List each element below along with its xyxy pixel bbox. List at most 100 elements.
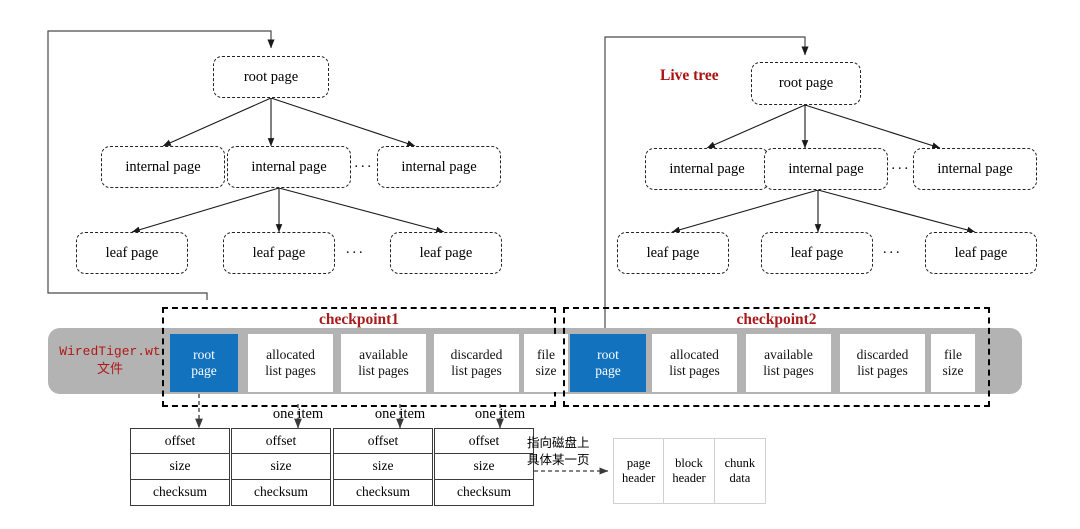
checkpoint1-segment-available-list-pages[interactable]: available list pages xyxy=(341,334,426,392)
item-row-checksum: checksum xyxy=(457,484,511,500)
ellipsis-glyph: ··· xyxy=(345,244,365,261)
segment-line2: list pages xyxy=(358,363,409,378)
item-row-checksum: checksum xyxy=(254,484,308,500)
ellipsis-glyph: ··· xyxy=(882,244,902,261)
node-label: leaf page xyxy=(790,244,844,261)
disk-pointer-note: 指向磁盘上 具体某一页 xyxy=(527,435,590,469)
checkpoint1-segment-root-page[interactable]: root page xyxy=(170,334,238,392)
item-row-offset: offset xyxy=(435,429,533,455)
checkpoint2-title-text: checkpoint2 xyxy=(736,311,817,328)
segment-line2: page xyxy=(191,363,217,378)
item-table-3[interactable]: offset size checksum xyxy=(333,428,433,506)
left-tree-internal-ellipsis: ··· xyxy=(351,146,376,188)
node-label: internal page xyxy=(251,158,327,175)
live-tree-leaf-page-2[interactable]: leaf page xyxy=(761,232,873,274)
live-tree-title: Live tree xyxy=(660,67,719,85)
live-tree-internal-page-2[interactable]: internal page xyxy=(764,148,888,190)
segment-line1: available xyxy=(359,347,408,363)
disk-block-header-cell: block header xyxy=(664,439,715,503)
disk-page-header-cell: page header xyxy=(614,439,665,503)
live-tree-internal-page-1[interactable]: internal page xyxy=(645,148,769,190)
segment-line2: list pages xyxy=(669,363,720,378)
file-suffix-text: 文件 xyxy=(96,362,123,377)
item-row-size: size xyxy=(334,454,432,480)
live-tree-leaf-page-1[interactable]: leaf page xyxy=(617,232,729,274)
node-label: internal page xyxy=(669,160,745,177)
item-table-4[interactable]: offset size checksum xyxy=(434,428,534,506)
left-tree-internal-to-leaf-edges xyxy=(131,187,445,234)
checkpoint2-segment-allocated-list-pages[interactable]: allocated list pages xyxy=(652,334,737,392)
left-tree-leaf-page-2[interactable]: leaf page xyxy=(223,232,335,274)
live-tree-internal-ellipsis: ··· xyxy=(888,148,913,190)
segment-line1: allocated xyxy=(266,347,315,363)
right-tree-root-to-internal-edges xyxy=(706,104,941,149)
node-label: internal page xyxy=(125,158,201,175)
one-item-text: one item xyxy=(374,406,426,422)
checkpoint1-title: checkpoint1 xyxy=(162,311,556,329)
cell-line1: page xyxy=(626,456,651,470)
disk-note-line1: 指向磁盘上 xyxy=(527,435,590,450)
item-row-offset: offset xyxy=(334,429,432,455)
node-label: root page xyxy=(778,75,834,92)
one-item-label-3: one item xyxy=(450,406,550,423)
node-label: leaf page xyxy=(419,244,473,261)
checkpoint2-box[interactable] xyxy=(563,307,990,407)
item-row-size: size xyxy=(131,454,229,480)
item-row-offset: offset xyxy=(232,429,330,455)
left-tree-internal-page-3[interactable]: internal page xyxy=(377,146,501,188)
node-label: leaf page xyxy=(646,244,700,261)
checkpoint1-segment-allocated-list-pages[interactable]: allocated list pages xyxy=(248,334,333,392)
one-item-text: one item xyxy=(272,406,324,422)
item-row-size: size xyxy=(435,454,533,480)
live-tree-root-page[interactable]: root page xyxy=(751,62,861,105)
checkpoint1-segment-discarded-list-pages[interactable]: discarded list pages xyxy=(434,334,519,392)
one-item-label-2: one item xyxy=(350,406,450,423)
checkpoint2-segment-file-size[interactable]: file size xyxy=(931,334,975,392)
disk-page-layout[interactable]: page header block header chunk data xyxy=(613,438,766,504)
node-label: internal page xyxy=(788,160,864,177)
segment-line2: list pages xyxy=(763,363,814,378)
segment-line1: allocated xyxy=(670,347,719,363)
live-tree-title-text: Live tree xyxy=(660,67,719,84)
left-tree-leaf-page-3[interactable]: leaf page xyxy=(390,232,502,274)
cell-line2: data xyxy=(729,471,751,485)
one-item-label-1: one item xyxy=(248,406,348,423)
segment-line1: root xyxy=(193,347,215,363)
ellipsis-glyph: ··· xyxy=(353,158,374,175)
left-tree-leaf-page-1[interactable]: leaf page xyxy=(76,232,188,274)
right-tree-internal-to-leaf-edges xyxy=(671,189,976,234)
left-tree-internal-page-1[interactable]: internal page xyxy=(101,146,225,188)
left-tree-internal-page-2[interactable]: internal page xyxy=(227,146,351,188)
node-label: leaf page xyxy=(252,244,306,261)
item-table-2[interactable]: offset size checksum xyxy=(231,428,331,506)
item-row-size: size xyxy=(232,454,330,480)
checkpoint1-segment-file-size[interactable]: file size xyxy=(524,334,568,392)
segment-line1: discarded xyxy=(856,347,909,363)
segment-line2: list pages xyxy=(265,363,316,378)
node-label: internal page xyxy=(401,158,477,175)
cell-line1: block xyxy=(675,456,703,470)
segment-line1: file xyxy=(944,347,962,363)
segment-line2: list pages xyxy=(857,363,908,378)
node-label: leaf page xyxy=(105,244,159,261)
segment-line1: available xyxy=(764,347,813,363)
checkpoint2-segment-discarded-list-pages[interactable]: discarded list pages xyxy=(840,334,925,392)
cell-line2: header xyxy=(672,471,706,485)
item-row-checksum: checksum xyxy=(356,484,410,500)
node-label: leaf page xyxy=(954,244,1008,261)
disk-note-line2: 具体某一页 xyxy=(527,451,590,467)
disk-chunk-data-cell: chunk data xyxy=(715,439,765,503)
segment-line1: discarded xyxy=(450,347,503,363)
segment-line2: list pages xyxy=(451,363,502,378)
node-label: root page xyxy=(243,68,299,85)
live-tree-internal-page-3[interactable]: internal page xyxy=(913,148,1037,190)
checkpoint2-segment-root-page[interactable]: root page xyxy=(570,334,646,392)
left-tree-root-page[interactable]: root page xyxy=(213,56,329,98)
checkpoint2-title: checkpoint2 xyxy=(563,311,990,329)
live-tree-leaf-page-3[interactable]: leaf page xyxy=(925,232,1037,274)
file-name-text: WiredTiger.wt xyxy=(59,344,161,360)
checkpoint2-segment-available-list-pages[interactable]: available list pages xyxy=(746,334,831,392)
item-table-1[interactable]: offset size checksum xyxy=(130,428,230,506)
segment-line1: file xyxy=(537,347,555,363)
